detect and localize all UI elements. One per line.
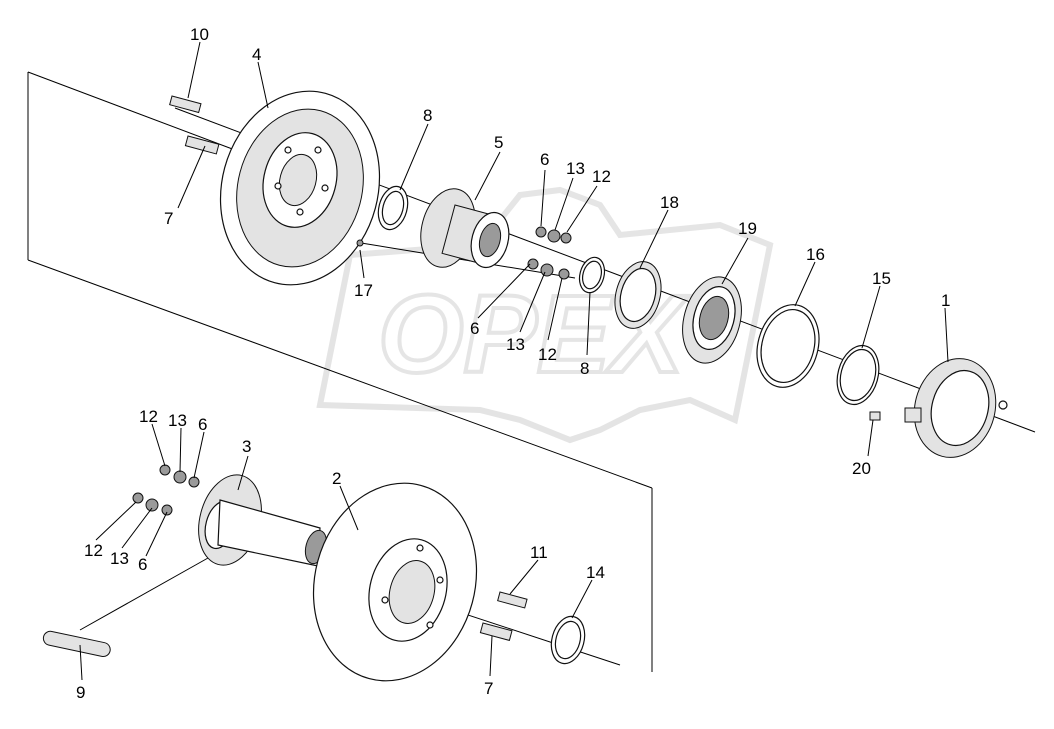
callout-3: 3: [242, 437, 251, 456]
part-8-ring: [377, 185, 409, 231]
callout-labels: 10 4 8 5 6 13 12 18 19 16 15 1 7 17 6 13…: [76, 25, 950, 702]
fasteners-top: [356, 226, 572, 280]
callout-13-top: 13: [566, 159, 585, 178]
callout-4: 4: [252, 45, 261, 64]
part-4-disc: [219, 90, 381, 286]
part-7-bolt-top: [184, 135, 220, 155]
callout-11: 11: [530, 543, 548, 562]
callout-8-top: 8: [423, 106, 432, 125]
callout-9: 9: [76, 683, 85, 702]
callout-18: 18: [660, 193, 679, 212]
leader-lines: [79, 41, 949, 681]
part-18-seal: [614, 261, 662, 329]
callout-8-middle: 8: [580, 359, 589, 378]
callout-2: 2: [332, 469, 341, 488]
callout-12-middle: 12: [538, 345, 557, 364]
callout-10: 10: [190, 25, 209, 44]
callout-1: 1: [941, 291, 950, 310]
callout-7-bottom: 7: [484, 679, 493, 698]
part-11-bolt: [497, 591, 528, 609]
callout-6-left-bottom: 6: [138, 555, 147, 574]
callout-15: 15: [872, 269, 891, 288]
part-8-ring-middle: [578, 256, 606, 294]
part-7-bolt-bottom: [479, 622, 513, 642]
callout-7-top: 7: [164, 209, 173, 228]
callout-13-left-bottom: 13: [110, 549, 129, 568]
part-5-hub: [420, 188, 510, 269]
part-19-bearing: [682, 276, 742, 364]
perspective-frame: [27, 71, 653, 672]
callout-20: 20: [852, 459, 871, 478]
callout-12-left-top: 12: [139, 407, 158, 426]
callout-13-left-top: 13: [168, 411, 187, 430]
part-10-bolt: [169, 95, 202, 114]
part-1-housing: [904, 358, 1008, 458]
part-2-disc: [312, 482, 478, 682]
callout-6-left-top: 6: [198, 415, 207, 434]
part-14-ring: [550, 615, 586, 665]
callout-16: 16: [806, 245, 825, 264]
part-9-key: [42, 630, 111, 658]
part-16-ring: [756, 304, 820, 388]
callout-12-top: 12: [592, 167, 611, 186]
fasteners-bottom: [132, 464, 200, 516]
callout-19: 19: [738, 219, 757, 238]
part-3-flange: [198, 474, 328, 567]
part-20-fitting: [869, 411, 881, 421]
callout-17: 17: [354, 281, 373, 300]
callout-6-top: 6: [540, 150, 549, 169]
callout-13-middle: 13: [506, 335, 525, 354]
callout-12-left-bottom: 12: [84, 541, 103, 560]
callout-6-middle: 6: [470, 319, 479, 338]
callout-14: 14: [586, 563, 605, 582]
part-15-ring: [836, 344, 880, 406]
callout-5: 5: [494, 133, 503, 152]
